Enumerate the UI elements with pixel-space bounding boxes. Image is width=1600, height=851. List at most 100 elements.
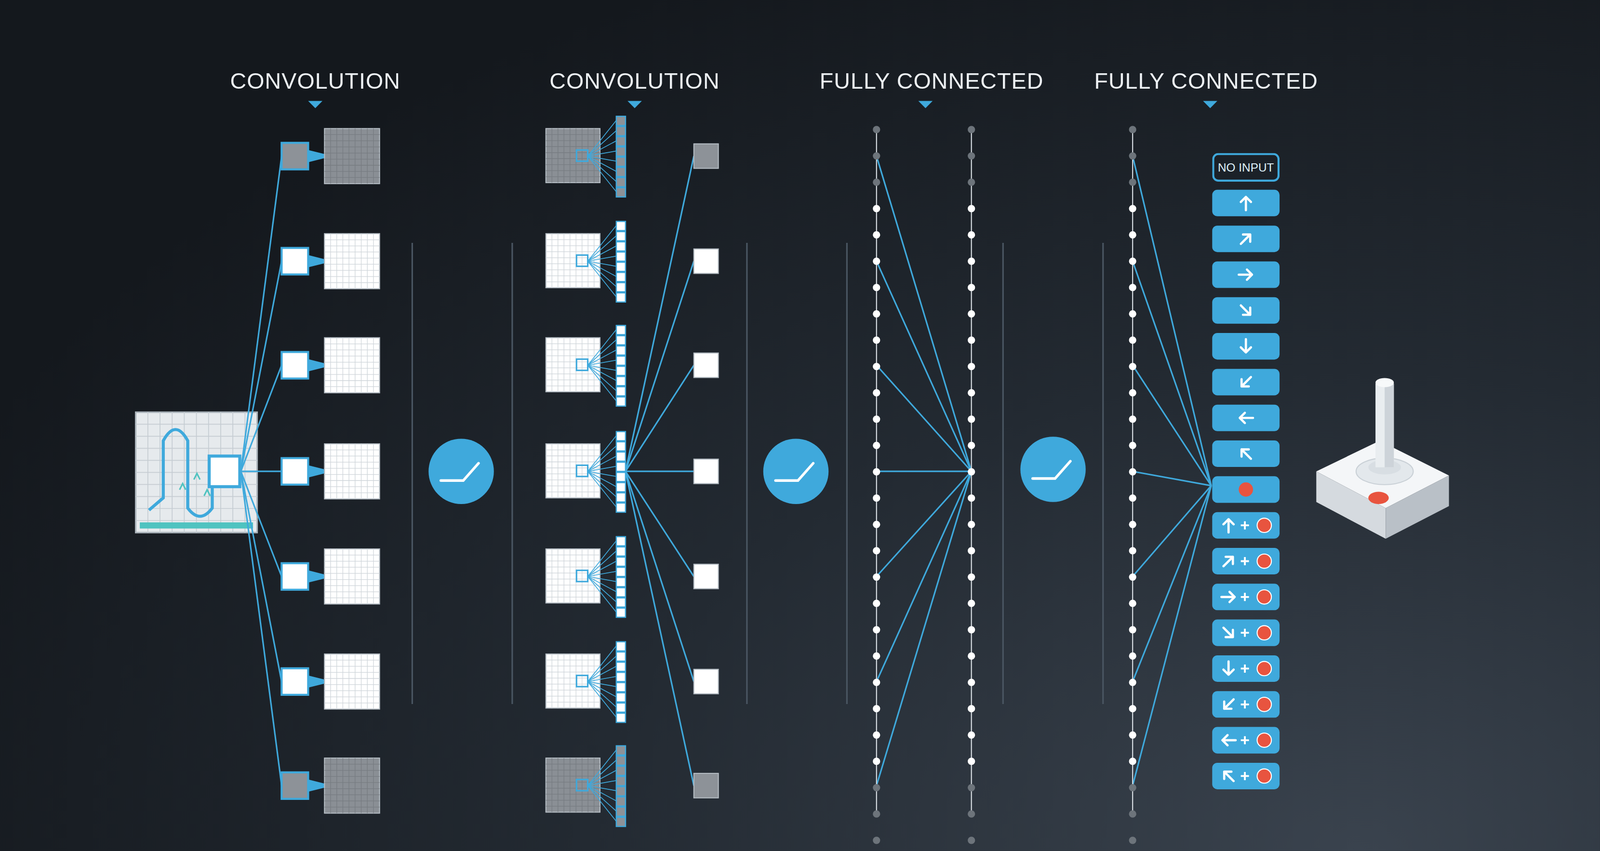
grid-line (546, 373, 600, 374)
arrow-icon (1238, 373, 1255, 390)
channel-cell (616, 282, 626, 292)
neuron-dot (872, 494, 880, 502)
layer-heading: CONVOLUTION (230, 68, 401, 95)
kernel-line (587, 666, 617, 682)
neuron-dot (872, 441, 880, 450)
grid-line (348, 128, 349, 184)
grid-line (324, 239, 380, 240)
grid-line (546, 584, 600, 586)
grid-line (360, 548, 362, 604)
fan-line (240, 471, 282, 786)
grid-line (135, 507, 258, 509)
button-shape (1212, 547, 1280, 575)
fire-dot (1257, 769, 1272, 784)
grid-line (324, 152, 380, 154)
relu-curve (440, 463, 479, 481)
grid-line (324, 245, 380, 247)
weight-line (1132, 156, 1212, 486)
map-square (324, 653, 380, 709)
grid-line (360, 337, 362, 393)
weight-line (1132, 485, 1212, 682)
grid-line (354, 443, 356, 499)
filter-square (281, 458, 308, 485)
separator-line (846, 242, 848, 705)
fire-dot (1238, 482, 1254, 497)
grid-line (546, 176, 600, 177)
neuron-dot (1129, 415, 1137, 423)
channel-cell (616, 126, 626, 136)
arrow-stroke (1238, 373, 1255, 390)
button-shape (1212, 189, 1280, 217)
grid-line (360, 443, 362, 499)
neuron-dot (872, 204, 880, 213)
grid-line (551, 548, 553, 603)
grid-line (324, 164, 380, 166)
header-marker (918, 101, 934, 109)
channel-cell (616, 325, 626, 335)
grid-line (324, 373, 380, 375)
grid-line (546, 461, 600, 463)
grid-line (330, 233, 331, 289)
channel-cell (616, 356, 626, 366)
grid-line (324, 794, 380, 796)
output-square (693, 773, 719, 799)
neuron-dot (872, 600, 880, 608)
grid-line (330, 548, 331, 604)
button-shape (1212, 512, 1280, 539)
grid-line (324, 171, 380, 172)
arrow-stroke (1237, 301, 1254, 319)
action-button (1212, 189, 1280, 217)
action-button (1212, 727, 1280, 754)
channel-cell (616, 252, 626, 262)
conv2-map (546, 536, 626, 618)
neuron-dot (872, 705, 880, 713)
grid-line (324, 554, 380, 556)
grid-line (330, 337, 331, 393)
grid-line (342, 128, 344, 184)
channel-cell (616, 452, 626, 462)
neuron-dot (1129, 573, 1137, 581)
grid-line (551, 233, 553, 288)
neuron-dot (967, 836, 975, 844)
grid-line (569, 443, 571, 498)
grid-line (324, 486, 380, 487)
grid-line (546, 566, 600, 568)
action-button (1212, 762, 1280, 790)
grid-line (324, 134, 380, 135)
arrow-stroke (1222, 735, 1237, 746)
channel-cell (616, 441, 626, 452)
channel-cell (616, 662, 626, 672)
fire-dot (1257, 625, 1272, 640)
plus-sign (1240, 592, 1250, 601)
map-square (324, 337, 380, 393)
neuron-dot (872, 362, 880, 371)
kernel-line (587, 225, 617, 262)
grid-line (569, 653, 571, 708)
joystick-shade (1384, 383, 1394, 468)
separator-line (746, 242, 748, 705)
neuron-dot (872, 784, 880, 792)
grid-line (342, 758, 344, 814)
grid-line (367, 758, 368, 814)
grid-line (546, 134, 600, 135)
neuron-dot (872, 283, 880, 292)
grid-line (546, 805, 600, 807)
grid-line (324, 467, 380, 469)
channel-cell (616, 376, 626, 386)
grid-line (373, 337, 374, 393)
grid-line (342, 443, 344, 499)
grid-line (135, 495, 258, 497)
weight-line (876, 261, 972, 472)
grid-line (324, 146, 380, 147)
grid-line (324, 474, 380, 475)
grid-line (569, 758, 571, 813)
neuron-dot (1129, 283, 1137, 292)
channel-cell (616, 187, 626, 198)
kernel-line (587, 329, 617, 366)
neuron-dot (872, 652, 880, 660)
grid-line (546, 485, 600, 487)
grid-line (546, 140, 600, 141)
grid-line (373, 548, 374, 604)
grid-line (551, 653, 553, 708)
grid-line (348, 653, 349, 709)
